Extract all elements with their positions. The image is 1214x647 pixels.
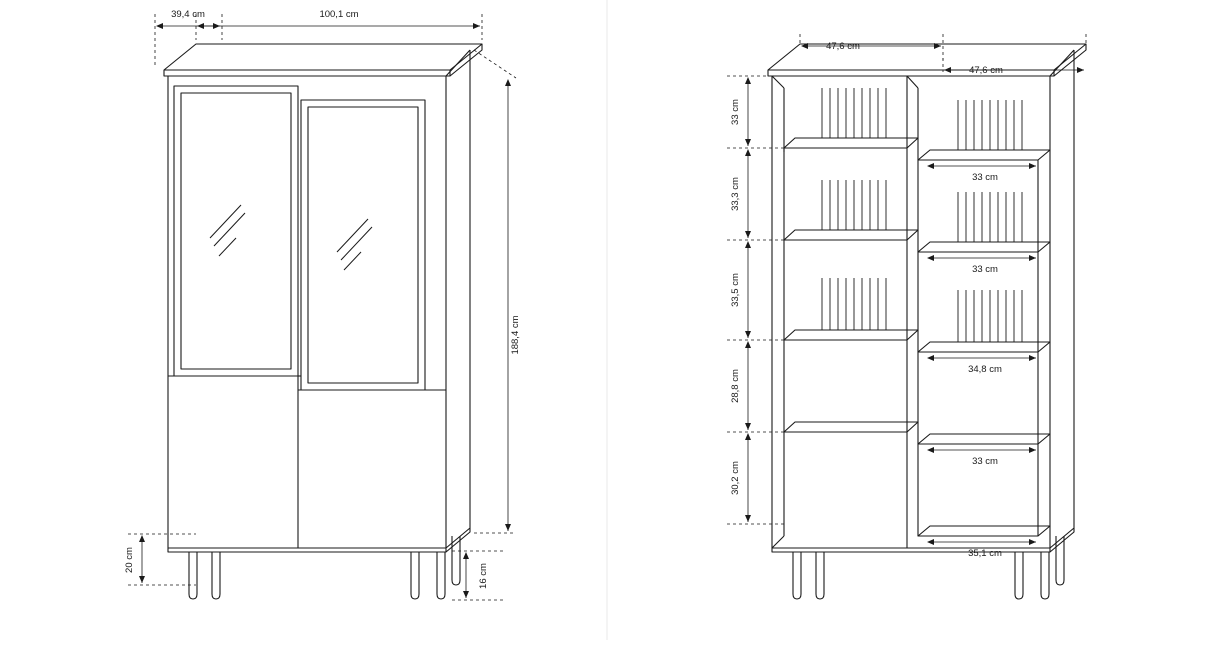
slat-panel-right-2 [957, 192, 1023, 242]
right-shelf-width-5-label: 35,1 cm [968, 548, 1002, 559]
left-shelf-height-3-label: 33,5 cm [730, 273, 741, 307]
slat-panel-left-1 [821, 88, 887, 138]
plinth-height-label: 16 cm [478, 563, 489, 589]
leg-height-label: 20 cm [124, 547, 135, 573]
left-column-shelves [783, 137, 919, 433]
front-view-dimensions [128, 14, 517, 601]
slat-panel-right-3 [957, 290, 1023, 342]
right-shelf-width-4-label: 33 cm [972, 456, 998, 467]
front-view-dimension-labels: 39,4 cm 100,1 cm 188,4 cm 20 cm 16 cm [124, 9, 521, 589]
cabinet-legs [188, 536, 461, 600]
left-shelf-height-1-label: 33 cm [730, 99, 741, 125]
front-view-group [163, 43, 483, 600]
right-section-width-label: 47,6 cm [969, 65, 1003, 76]
left-section-width-label: 47,6 cm [826, 41, 860, 52]
interior-top-slab [767, 43, 1087, 77]
right-glass-door [300, 99, 426, 391]
right-shelf-width-1-label: 33 cm [972, 172, 998, 183]
interior-legs [792, 536, 1065, 600]
width-label: 100,1 cm [319, 9, 358, 20]
interior-view-dimensions [727, 34, 1087, 545]
left-shelf-height-5-label: 30,2 cm [730, 461, 741, 495]
glass-reflection-left [209, 204, 246, 257]
left-glass-door [173, 85, 299, 377]
slat-panel-left-2 [821, 180, 887, 230]
depth-label: 39,4 cm [171, 9, 205, 20]
glass-reflection-right [336, 218, 373, 271]
slat-panel-left-3 [821, 278, 887, 330]
lower-doors [168, 375, 446, 548]
interior-view-dimension-labels: 47,6 cm 47,6 cm 33 cm 33,3 cm 33,5 cm 28… [730, 41, 1003, 559]
cabinet-top-slab [163, 43, 483, 77]
interior-body [771, 49, 1075, 553]
height-label: 188,4 cm [510, 315, 521, 354]
left-shelf-height-4-label: 28,8 cm [730, 369, 741, 403]
center-divider [906, 75, 919, 548]
left-shelf-height-2-label: 33,3 cm [730, 177, 741, 211]
right-shelf-width-2-label: 33 cm [972, 264, 998, 275]
interior-view-group [767, 43, 1087, 600]
slat-panel-right-1 [957, 100, 1023, 150]
cabinet-body [167, 49, 471, 553]
right-shelf-width-3-label: 34,8 cm [968, 364, 1002, 375]
right-column-shelves [917, 149, 1051, 537]
